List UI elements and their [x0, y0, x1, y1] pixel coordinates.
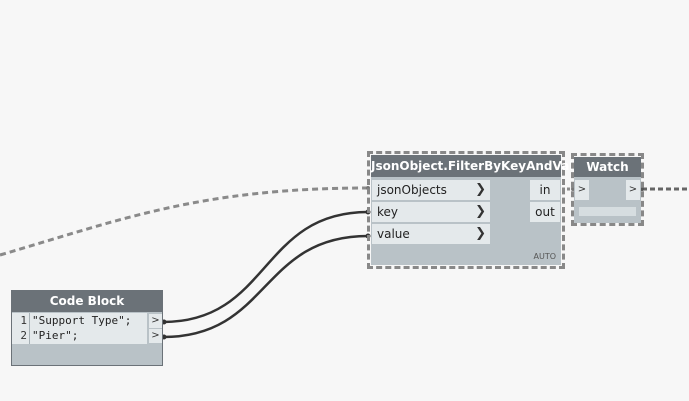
code-block-node[interactable]: Code Block 1 "Support Type"; 2 "Pier"; >…	[11, 290, 163, 366]
node-title[interactable]: Watch	[574, 157, 641, 177]
wire-to-value[interactable]	[162, 234, 369, 339]
port-label: key	[377, 205, 399, 219]
port-label: jsonObjects	[377, 183, 447, 197]
output-port-1[interactable]: >	[149, 314, 162, 328]
code-line[interactable]: 2 "Pier";	[12, 328, 147, 343]
chevron-right-icon: ❯	[475, 226, 486, 241]
output-port-out[interactable]: out	[530, 202, 560, 222]
node-title[interactable]: Code Block	[12, 291, 162, 312]
lacing-label[interactable]: AUTO	[533, 252, 556, 261]
output-port-in[interactable]: in	[530, 180, 560, 200]
port-label: value	[377, 227, 410, 241]
selection-outline	[571, 153, 644, 226]
chevron-right-icon: ❯	[475, 204, 486, 219]
selection-outline	[367, 151, 565, 269]
watch-node[interactable]: Watch > >	[574, 157, 641, 223]
code-editor[interactable]: 1 "Support Type"; 2 "Pier";	[12, 313, 147, 344]
watch-value-display	[579, 207, 636, 216]
output-port-2[interactable]: >	[149, 329, 162, 343]
code-text[interactable]: "Support Type";	[32, 314, 132, 327]
line-number: 2	[20, 329, 27, 342]
code-line[interactable]: 1 "Support Type";	[12, 313, 147, 328]
input-port-key[interactable]: key ❯	[372, 202, 490, 222]
wire-to-key[interactable]	[162, 210, 369, 324]
code-text[interactable]: "Pier";	[32, 329, 79, 342]
output-port[interactable]: >	[626, 180, 640, 200]
line-number-divider	[29, 313, 30, 344]
filter-by-key-and-value-node[interactable]: JsonObject.FilterByKeyAndValue jsonObjec…	[371, 155, 590, 265]
line-number: 1	[20, 314, 27, 327]
input-port-jsonobjects[interactable]: jsonObjects ❯	[372, 180, 490, 200]
chevron-right-icon: ❯	[475, 182, 486, 197]
input-port-value[interactable]: value ❯	[372, 224, 490, 244]
input-port[interactable]: >	[575, 180, 589, 200]
dashed-wire-jsonobjects[interactable]	[0, 186, 369, 257]
node-title[interactable]: JsonObject.FilterByKeyAndValue	[371, 155, 590, 177]
